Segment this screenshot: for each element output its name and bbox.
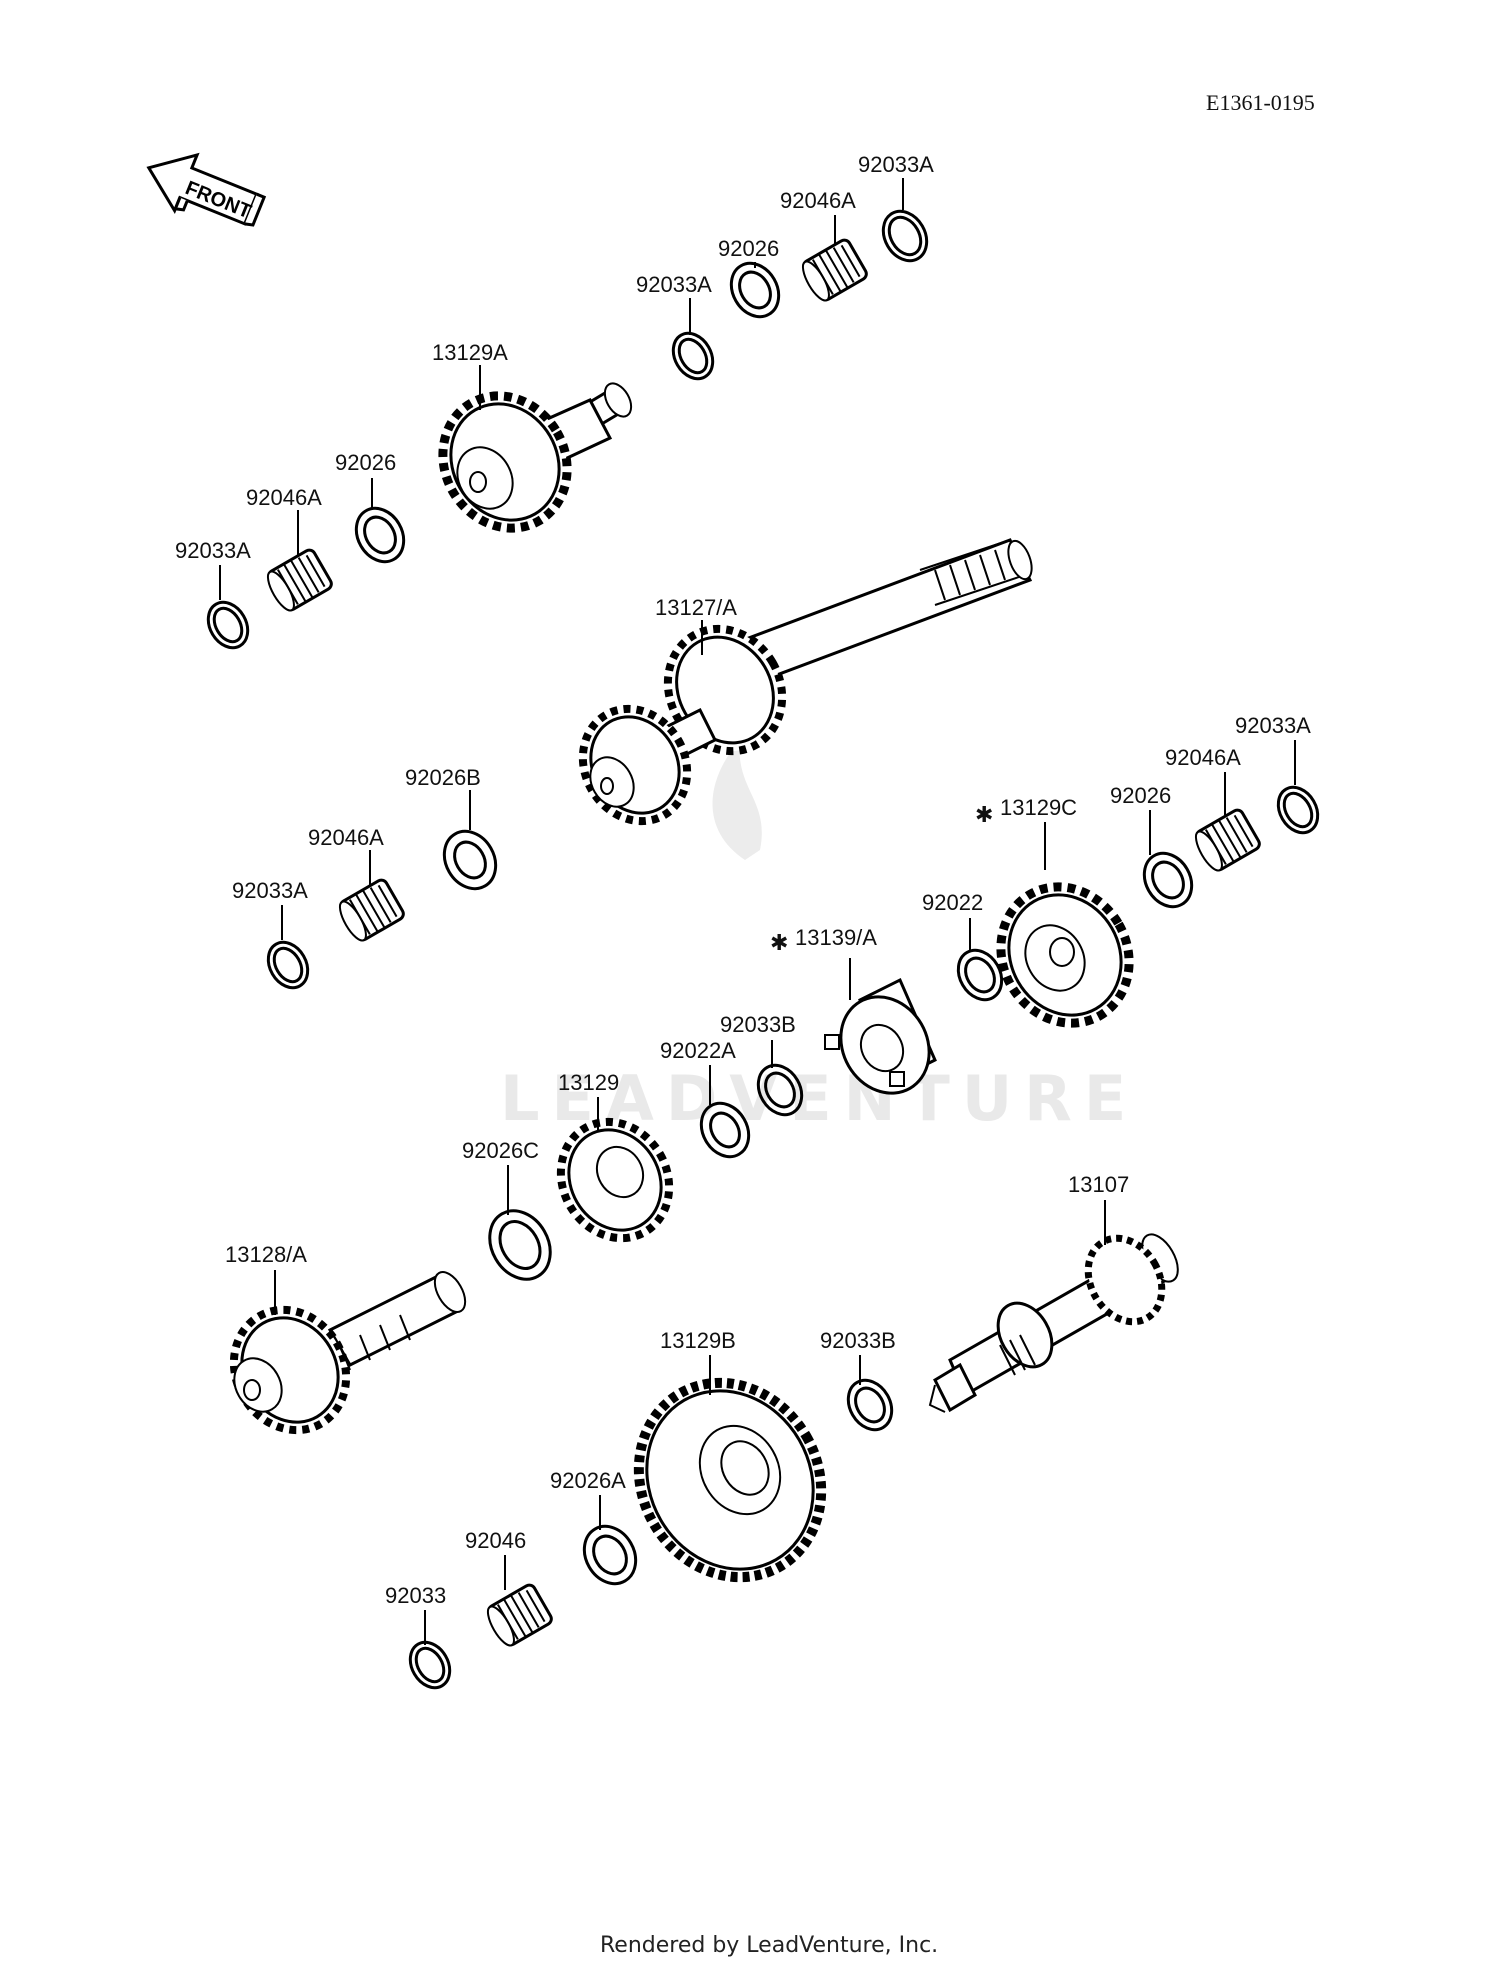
shaft-13107 — [928, 1233, 1179, 1413]
label-92026-top: 92026 — [718, 236, 779, 261]
washer-92026a — [582, 1524, 638, 1586]
bearing-92046 — [486, 1583, 553, 1647]
circlip-92033b-low — [846, 1378, 894, 1432]
front-arrow-icon: FRONT — [146, 152, 267, 227]
footer-credit: Rendered by LeadVenture, Inc. — [600, 1933, 938, 1958]
shifter-13139a — [824, 977, 937, 1095]
bearing-92046a-right — [1194, 808, 1261, 872]
circlip-92033a-right — [1276, 785, 1320, 835]
washer-92026b — [442, 829, 498, 891]
label-92046a-mid: 92046A — [308, 825, 384, 850]
label-13129b: 13129B — [660, 1328, 736, 1353]
label-92026b: 92026B — [405, 765, 481, 790]
label-92026-left: 92026 — [335, 450, 396, 475]
bearing-92046a-top — [801, 238, 868, 302]
label-92046a-right: 92046A — [1165, 745, 1241, 770]
gear-13129a — [438, 382, 633, 533]
label-92026-right: 92026 — [1110, 783, 1171, 808]
gear-13129c — [996, 882, 1134, 1028]
bearing-92046a-mid — [338, 878, 405, 942]
circlip-92033a-mid — [266, 940, 310, 990]
washer-92022a — [699, 1101, 751, 1159]
diagram-code: E1361-0195 — [1206, 90, 1315, 115]
shaft-13127a — [578, 538, 1033, 826]
label-92046a-top: 92046A — [780, 188, 856, 213]
label-92046a-left: 92046A — [246, 485, 322, 510]
shaft-13128a — [229, 1271, 467, 1435]
circlip-92033 — [408, 1640, 452, 1690]
label-13107: 13107 — [1068, 1172, 1129, 1197]
label-13127a: 13127/A — [655, 595, 737, 620]
washer-92026c — [488, 1209, 552, 1281]
circlip-92033a-left — [206, 600, 250, 650]
washer-92026-left — [354, 506, 406, 564]
label-92033b-mid: 92033B — [720, 1012, 796, 1037]
leader-lines — [219, 178, 1296, 1645]
label-92033a-top: 92033A — [858, 152, 934, 177]
label-13128a: 13128/A — [225, 1242, 307, 1267]
label-92046: 92046 — [465, 1528, 526, 1553]
gear-13129b — [633, 1377, 827, 1583]
watermark-flame-icon — [712, 740, 762, 860]
washer-92026-right — [1142, 851, 1194, 909]
circlip-92033a-top — [881, 209, 929, 263]
washer-92022 — [956, 948, 1004, 1002]
washer-92026-top — [729, 261, 781, 319]
label-92033: 92033 — [385, 1583, 446, 1608]
bearing-92046a-left — [266, 548, 333, 612]
label-92022: 92022 — [922, 890, 983, 915]
asterisk-icon: ✱ — [770, 930, 788, 955]
label-13129a: 13129A — [432, 340, 508, 365]
label-92022a: 92022A — [660, 1038, 736, 1063]
part-labels: 92033A 92046A 92026 92033A 13129A 92026 … — [175, 152, 1311, 1608]
label-92026c: 92026C — [462, 1138, 539, 1163]
circlip-92033b-mid — [756, 1063, 804, 1117]
label-13139a: 13139/A — [795, 925, 877, 950]
label-13129: 13129 — [558, 1070, 619, 1095]
label-92033a-right: 92033A — [1235, 713, 1311, 738]
label-92026a: 92026A — [550, 1468, 626, 1493]
asterisk-icon: ✱ — [975, 802, 993, 827]
label-92033a-upper: 92033A — [636, 272, 712, 297]
label-92033a-mid: 92033A — [232, 878, 308, 903]
gear-13129 — [556, 1117, 674, 1243]
circlip-92033a-upper — [671, 331, 715, 381]
label-92033a-left: 92033A — [175, 538, 251, 563]
label-13129c: 13129C — [1000, 795, 1077, 820]
label-92033b-low: 92033B — [820, 1328, 896, 1353]
